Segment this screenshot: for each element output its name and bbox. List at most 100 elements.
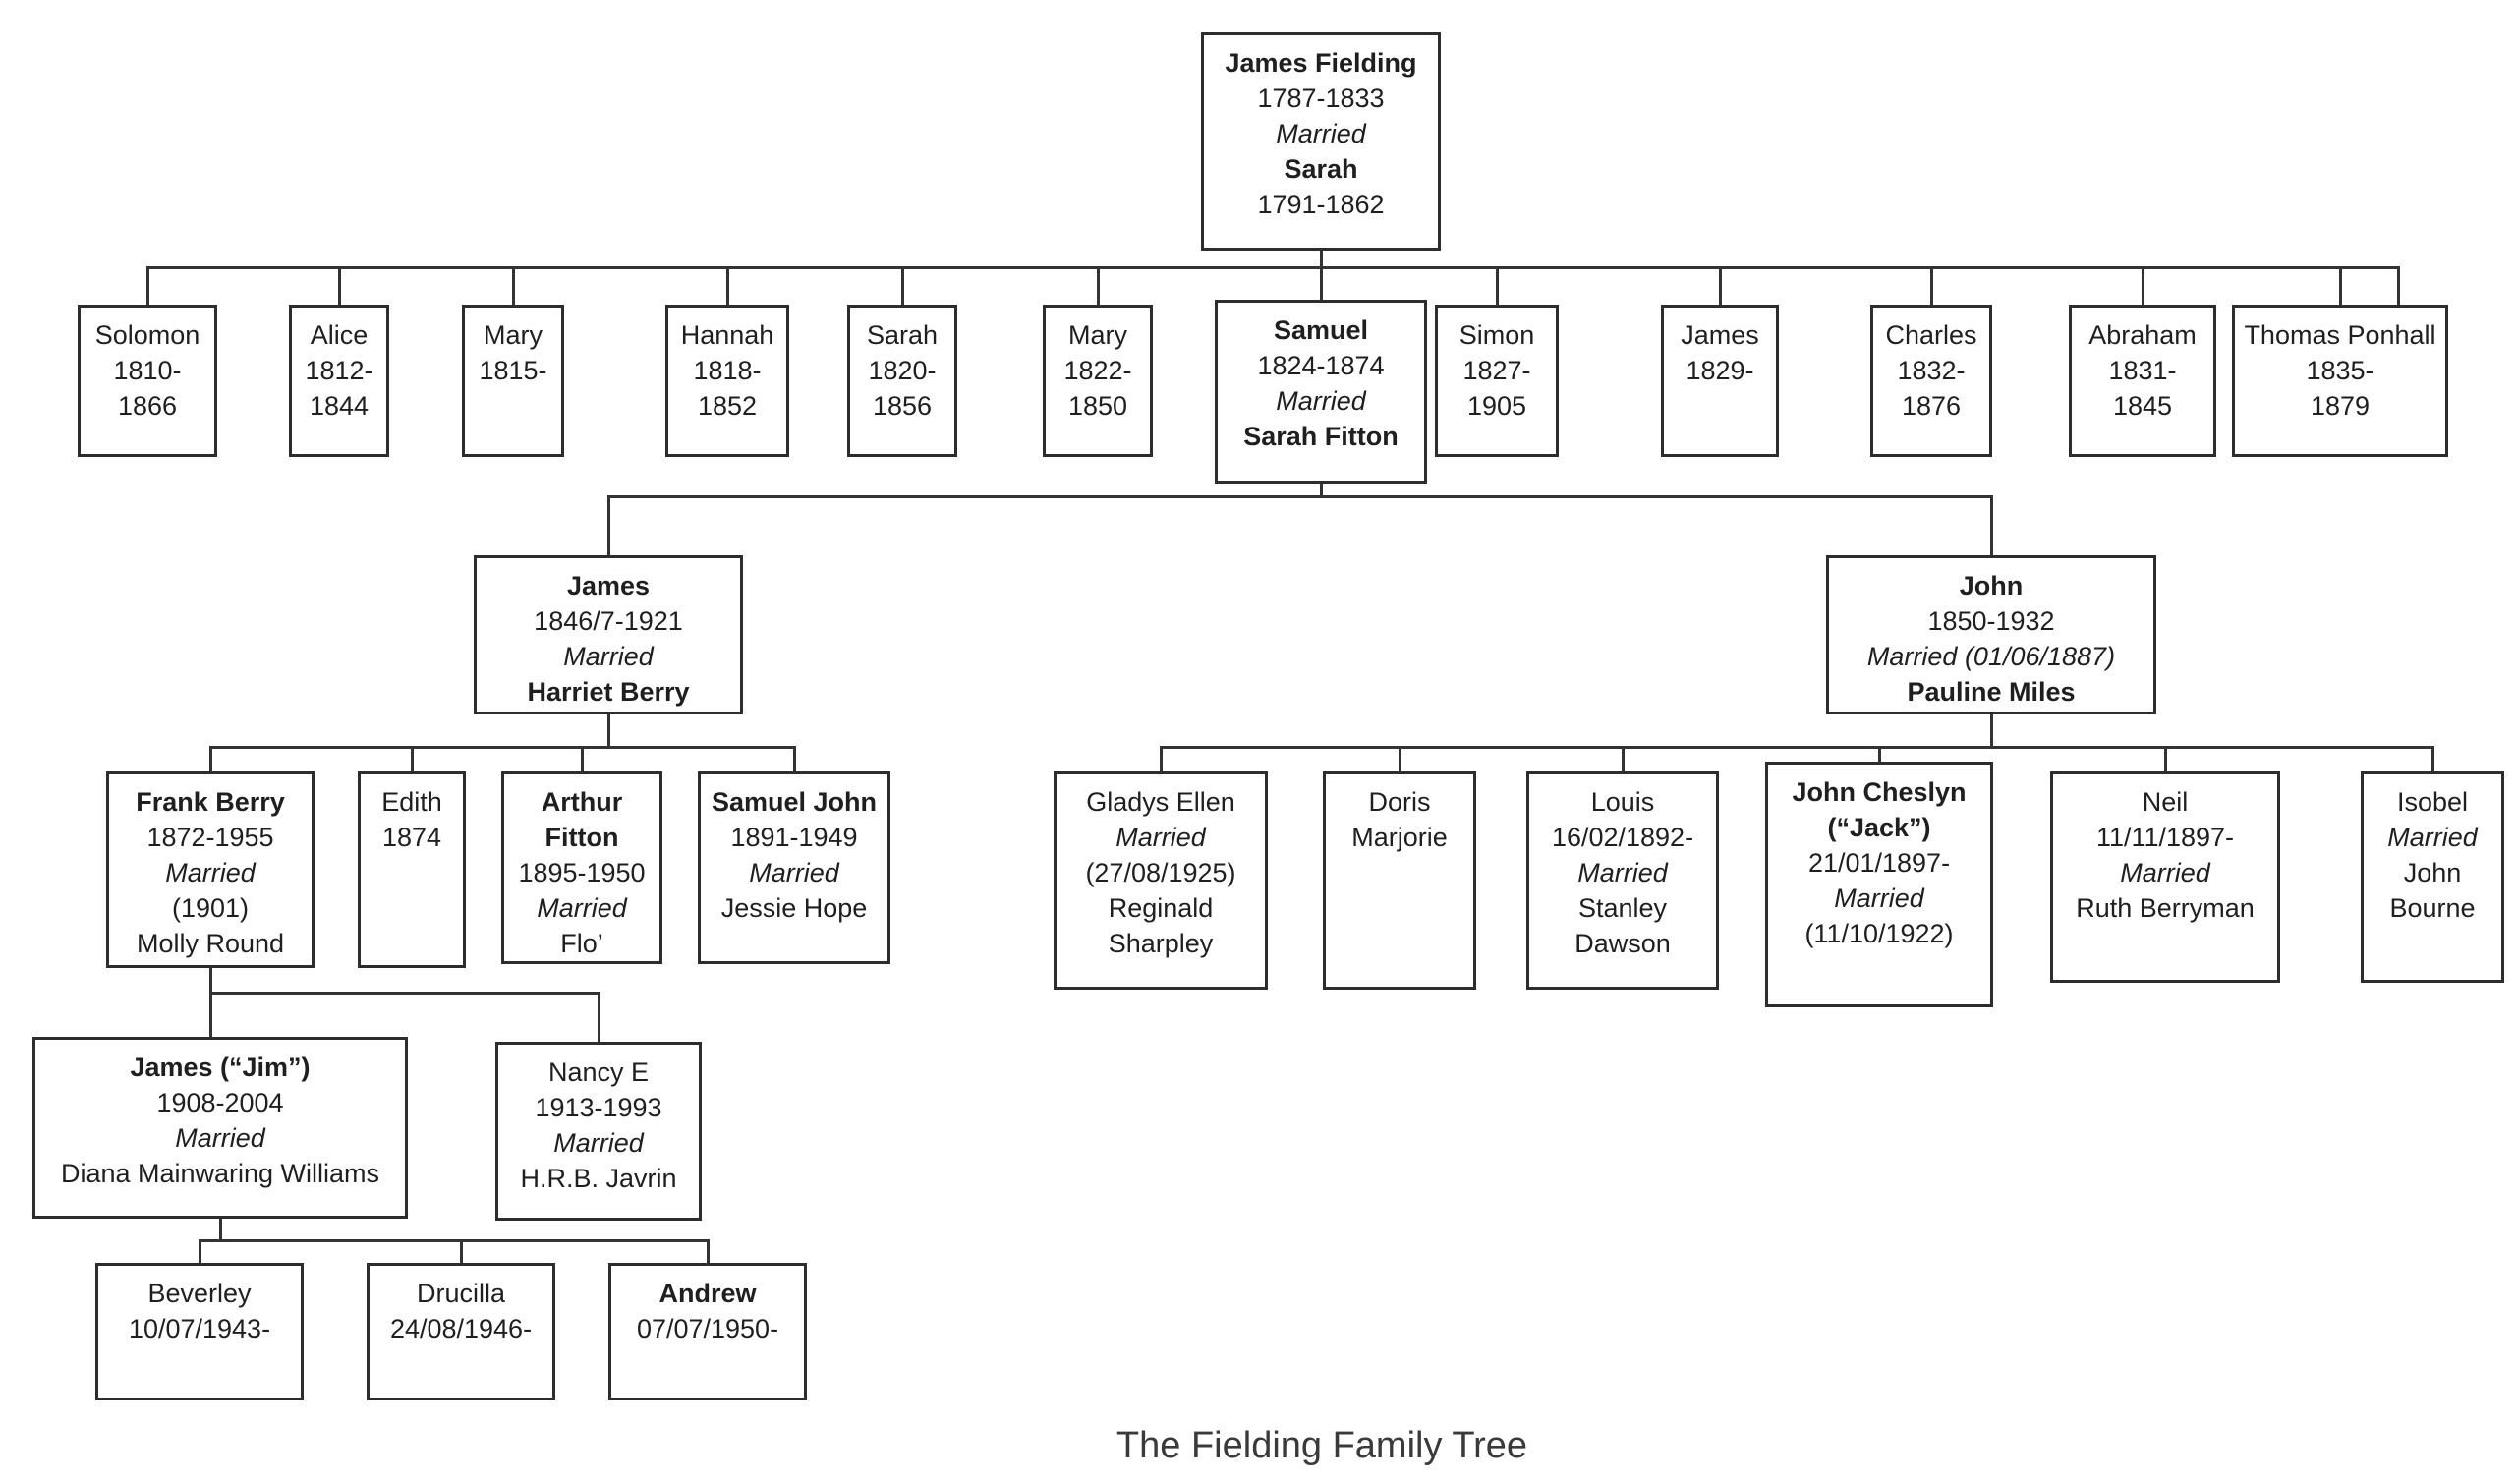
person-text-line: Gladys Ellen [1086, 787, 1235, 817]
person-text-line: Nancy E [547, 1057, 650, 1087]
person-text-line: Samuel John [711, 787, 878, 817]
person-text-line: Drucilla [416, 1279, 506, 1308]
person-text-line: 1908-2004 [156, 1088, 284, 1117]
connector-vertical [606, 714, 610, 747]
connector-horizontal [198, 1238, 710, 1242]
connector-vertical [1319, 267, 1323, 300]
connector-vertical [580, 747, 584, 771]
connector-vertical [1877, 747, 1881, 762]
person-text-line: Simon [1458, 320, 1535, 350]
connector-vertical [1398, 747, 1401, 771]
person-text-line: James Fielding [1225, 48, 1417, 78]
person-text-line: 1832- [1897, 356, 1966, 385]
person-text-line: Charles [1885, 320, 1977, 350]
person-text-line: 1787-1833 [1257, 84, 1385, 113]
person-text-line: 1822- [1063, 356, 1132, 385]
person-text-line: Reginald [1108, 893, 1214, 923]
person-text-line: Pauline Miles [1907, 677, 2076, 707]
person-text-line: Mary [1068, 320, 1127, 350]
person-text-line: Married [1577, 858, 1668, 887]
person-text-line: 11/11/1897- [2095, 823, 2235, 852]
connector-horizontal [208, 745, 796, 749]
person-text-line: 1879 [2310, 391, 2371, 421]
person-text-line: Marjorie [1351, 823, 1448, 852]
person-text-line: Married [175, 1123, 265, 1153]
person-text-line: 1846/7-1921 [534, 606, 683, 636]
person-box-simon: Simon 1827- 1905 [1435, 305, 1559, 457]
person-text-line: Ruth Berryman [2076, 893, 2255, 923]
person-text-line: (11/10/1922) [1804, 919, 1954, 948]
connector-vertical [597, 993, 600, 1042]
person-text-line: Mary [484, 320, 543, 350]
person-text-line: Married [553, 1128, 644, 1158]
connector-horizontal [145, 265, 2400, 269]
person-text-line: Andrew [658, 1279, 757, 1308]
person-text-line: 1845 [2112, 391, 2173, 421]
person-text-line: 1874 [381, 823, 442, 852]
person-box-charles: Charles 1832- 1876 [1870, 305, 1992, 457]
connector-vertical [2141, 267, 2144, 305]
connector-vertical [459, 1240, 463, 1263]
person-box-john-cheslyn: John Cheslyn(“Jack”)21/01/1897-Married(1… [1765, 762, 1993, 1007]
connector-vertical [1159, 747, 1163, 771]
person-text-line: Edith [381, 787, 442, 817]
person-text-line: Frank Berry [136, 787, 285, 817]
person-text-line: 1850 [1067, 391, 1128, 421]
connector-vertical [1319, 484, 1323, 496]
connector-horizontal [208, 991, 600, 995]
person-text-line: Arthur [541, 787, 623, 817]
person-text-line: Sarah [1284, 154, 1358, 184]
person-text-line: 1856 [872, 391, 933, 421]
connector-vertical [208, 747, 212, 771]
person-text-line: 1827- [1462, 356, 1531, 385]
person-text-line: Married [537, 893, 627, 923]
connector-vertical [900, 267, 904, 305]
person-text-line: John [1959, 571, 2024, 600]
person-text-line: 1791-1862 [1257, 190, 1385, 219]
person-text-line: 1876 [1901, 391, 1962, 421]
person-text-line: Married (01/06/1887) [1866, 642, 2116, 671]
person-text-line: 1905 [1466, 391, 1527, 421]
person-text-line: 1815- [479, 356, 547, 385]
person-text-line: Married [1276, 386, 1366, 416]
person-text-line: (“Jack”) [1827, 813, 1931, 842]
person-text-line: 1872-1955 [146, 823, 274, 852]
person-text-line: Married [165, 858, 256, 887]
connector-horizontal [1159, 745, 2434, 749]
person-text-line: 1820- [868, 356, 937, 385]
connector-vertical [145, 267, 149, 305]
connector-vertical [2396, 267, 2400, 305]
person-text-line: Married [563, 642, 654, 671]
person-text-line: 1824-1874 [1257, 351, 1385, 380]
connector-vertical [1989, 714, 1993, 747]
person-text-line: 1866 [117, 391, 178, 421]
connector-vertical [511, 267, 515, 305]
person-text-line: Bourne [2389, 893, 2476, 923]
person-text-line: Flo’ [560, 929, 603, 958]
connector-vertical [410, 747, 414, 771]
person-text-line: 21/01/1897- [1807, 848, 1951, 878]
person-text-line: Diana Mainwaring Williams [60, 1159, 380, 1188]
person-text-line: 16/02/1892- [1551, 823, 1694, 852]
person-text-line: 1829- [1686, 356, 1754, 385]
person-text-line: Married [1276, 119, 1366, 148]
person-text-line: 1835- [2306, 356, 2374, 385]
connector-vertical [1495, 267, 1499, 305]
connector-vertical [218, 1219, 222, 1240]
connector-vertical [1989, 496, 1993, 555]
person-text-line: Sharpley [1108, 929, 1214, 958]
